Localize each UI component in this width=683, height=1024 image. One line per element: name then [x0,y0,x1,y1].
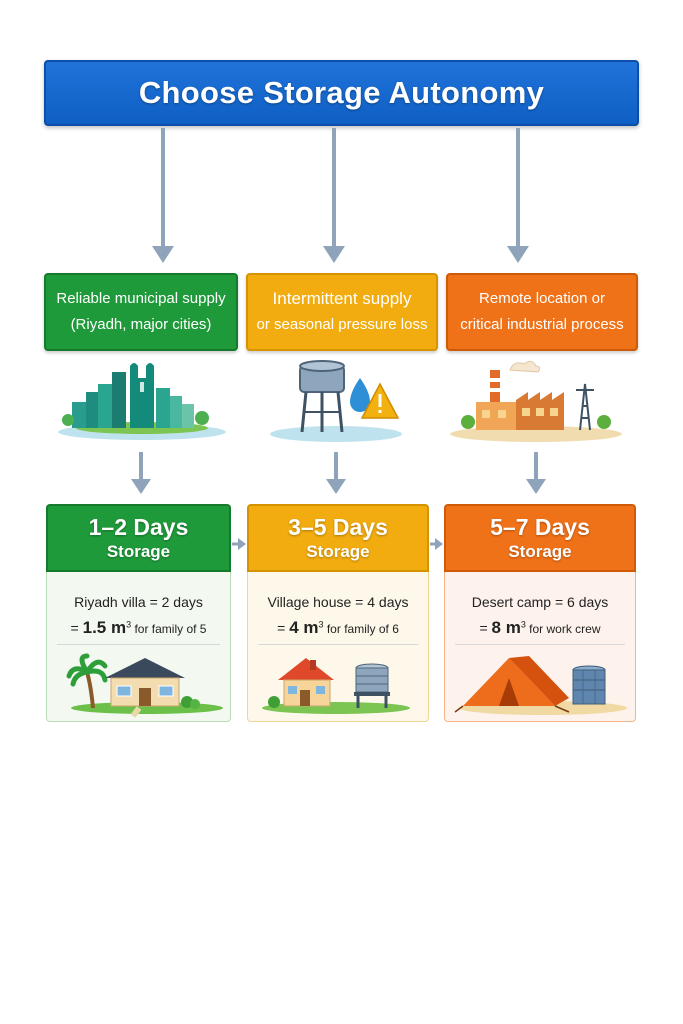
storage-5-7-days: 5–7 Days Storage [444,504,636,572]
arrow-to-condition-2 [323,128,345,263]
condition-line-1: Remote location or [479,290,605,307]
storage-days: 5–7 Days [490,514,590,540]
water-tower-warning-icon [270,360,402,442]
divider [258,644,418,645]
example-text: Desert camp = 6 days [471,594,609,610]
storage-1-2-days: 1–2 Days Storage [46,504,231,572]
example-volume: = 1.5 m3 for family of 5 [70,618,207,637]
arrow-to-condition-1 [152,128,174,263]
condition-line-2: (Riyadh, major cities) [70,316,212,333]
factory-icon [450,360,622,442]
condition-line-2: or seasonal pressure loss [256,316,428,333]
example-volume: = 4 m3 for family of 6 [277,618,399,637]
flow-arrows [131,128,546,550]
example-panel-village-house: Village house = 4 days = 4 m3 for family… [247,572,429,722]
city-skyline-icon [58,363,226,440]
condition-reliable-supply: Reliable municipal supply (Riyadh, major… [44,273,238,351]
tent-tank-icon [454,656,627,715]
arrow-to-condition-3 [507,128,529,263]
storage-label: Storage [508,542,572,561]
example-panel-desert-camp: Desert camp = 6 days = 8 m3 for work cre… [444,572,636,722]
arrow-between-storage-1-2 [232,538,246,550]
condition-line-1: Reliable municipal supply [56,290,226,307]
condition-line-1: Intermittent supply [272,289,412,308]
villa-palm-icon [66,653,223,718]
house-tank-icon [262,658,410,714]
divider [455,644,625,645]
condition-line-2: critical industrial process [460,316,624,333]
example-volume: = 8 m3 for work crew [479,618,601,637]
arrow-to-storage-1 [131,452,151,494]
example-text: Riyadh villa = 2 days [74,594,203,610]
page-title: Choose Storage Autonomy [44,60,639,126]
example-text: Village house = 4 days [267,594,409,610]
arrow-to-storage-2 [326,452,346,494]
condition-intermittent-supply: Intermittent supply or seasonal pressure… [246,273,438,351]
storage-days: 1–2 Days [88,514,189,540]
divider [57,644,220,645]
storage-3-5-days: 3–5 Days Storage [247,504,429,572]
condition-remote-location: Remote location or critical industrial p… [446,273,638,351]
arrow-to-storage-3 [526,452,546,494]
storage-days: 3–5 Days [288,514,388,540]
arrow-between-storage-2-3 [430,538,443,550]
storage-label: Storage [106,542,171,561]
storage-label: Storage [306,542,370,561]
example-panel-villa: Riyadh villa = 2 days = 1.5 m3 for famil… [46,572,231,722]
